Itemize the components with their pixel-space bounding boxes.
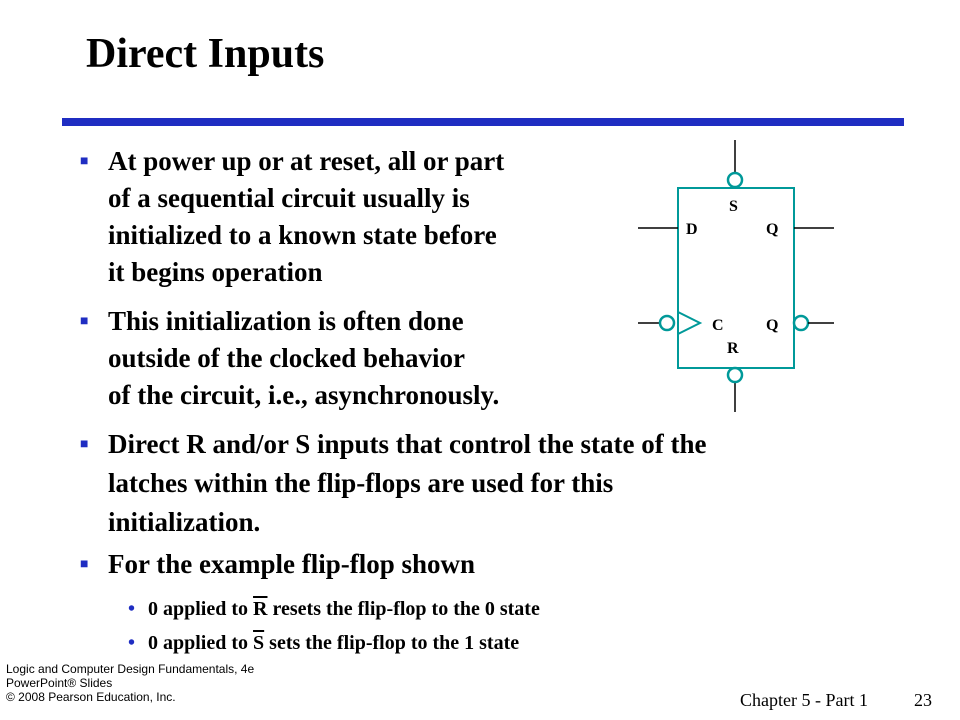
bullet-square-icon: ■ xyxy=(80,154,89,169)
bullet-1-line-2: of a sequential circuit usually is xyxy=(108,183,470,213)
bullet-1-line-1: At power up or at reset, all or part xyxy=(108,146,505,176)
footer-credits-line-3: © 2008 Pearson Education, Inc. xyxy=(6,690,176,704)
label-d: D xyxy=(686,221,698,238)
bullet-1-line-4: it begins operation xyxy=(108,257,323,287)
bullet-1-line-3: initialized to a known state before xyxy=(108,220,497,250)
bullet-4: ■ For the example flip-flop shown xyxy=(80,546,476,583)
bullet-2-line-3: of the circuit, i.e., asynchronously. xyxy=(108,380,500,410)
flip-flop-diagram: S D Q C Q R xyxy=(638,140,834,412)
footer-credits-line-2: PowerPoint® Slides xyxy=(6,676,113,690)
bullet-4-line-1: For the example flip-flop shown xyxy=(108,549,476,579)
title-divider xyxy=(62,118,904,126)
slide-title: Direct Inputs xyxy=(86,31,325,77)
bullet-3-line-1: Direct R and/or S inputs that control th… xyxy=(108,429,707,459)
s-inversion-bubble-icon xyxy=(726,171,744,189)
footer-chapter: Chapter 5 - Part 1 xyxy=(740,690,868,710)
qbar-inversion-bubble-icon xyxy=(792,314,810,332)
bullet-3-line-3: initialization. xyxy=(108,507,261,537)
sub-bullet-dot-icon: • xyxy=(128,598,136,620)
label-q: Q xyxy=(766,221,778,238)
bullet-3-line-2: latches within the flip-flops are used f… xyxy=(108,468,614,498)
bullet-square-icon: ■ xyxy=(80,437,89,452)
label-r: R xyxy=(727,340,739,357)
sub-bullet-dot-icon: • xyxy=(128,632,136,654)
sub-bullet-1: • 0 applied to R resets the flip-flop to… xyxy=(128,596,540,622)
footer-page-number: 23 xyxy=(914,690,932,710)
c-inversion-bubble-icon xyxy=(658,314,676,332)
footer-credits: Logic and Computer Design Fundamentals, … xyxy=(6,662,254,704)
footer-credits-line-1: Logic and Computer Design Fundamentals, … xyxy=(6,662,255,676)
sub-bullet-1-bar-signal: R xyxy=(253,598,268,620)
sub-bullet-2: • 0 applied to S sets the flip-flop to t… xyxy=(128,630,520,656)
bullet-3: ■ Direct R and/or S inputs that control … xyxy=(80,425,707,542)
sub-bullet-2-bar-signal: S xyxy=(253,632,265,654)
label-q-bar: Q xyxy=(766,317,778,334)
r-inversion-bubble-icon xyxy=(726,366,744,384)
sub-bullet-1-before: 0 applied to xyxy=(148,598,254,620)
label-c: C xyxy=(712,317,724,334)
label-s: S xyxy=(729,198,738,215)
bullet-square-icon: ■ xyxy=(80,557,89,572)
bullet-1: ■ At power up or at reset, all or part o… xyxy=(80,143,505,291)
clock-triangle-icon xyxy=(677,311,703,335)
sub-bullet-1-after: resets the flip-flop to the 0 state xyxy=(267,598,540,620)
bullet-2-line-2: outside of the clocked behavior xyxy=(108,343,465,373)
bullet-square-icon: ■ xyxy=(80,314,89,329)
sub-bullet-2-after: sets the flip-flop to the 1 state xyxy=(264,632,520,654)
bullet-2-line-1: This initialization is often done xyxy=(108,306,464,336)
bullet-2: ■ This initialization is often done outs… xyxy=(80,303,500,414)
sub-bullet-2-before: 0 applied to xyxy=(148,632,254,654)
